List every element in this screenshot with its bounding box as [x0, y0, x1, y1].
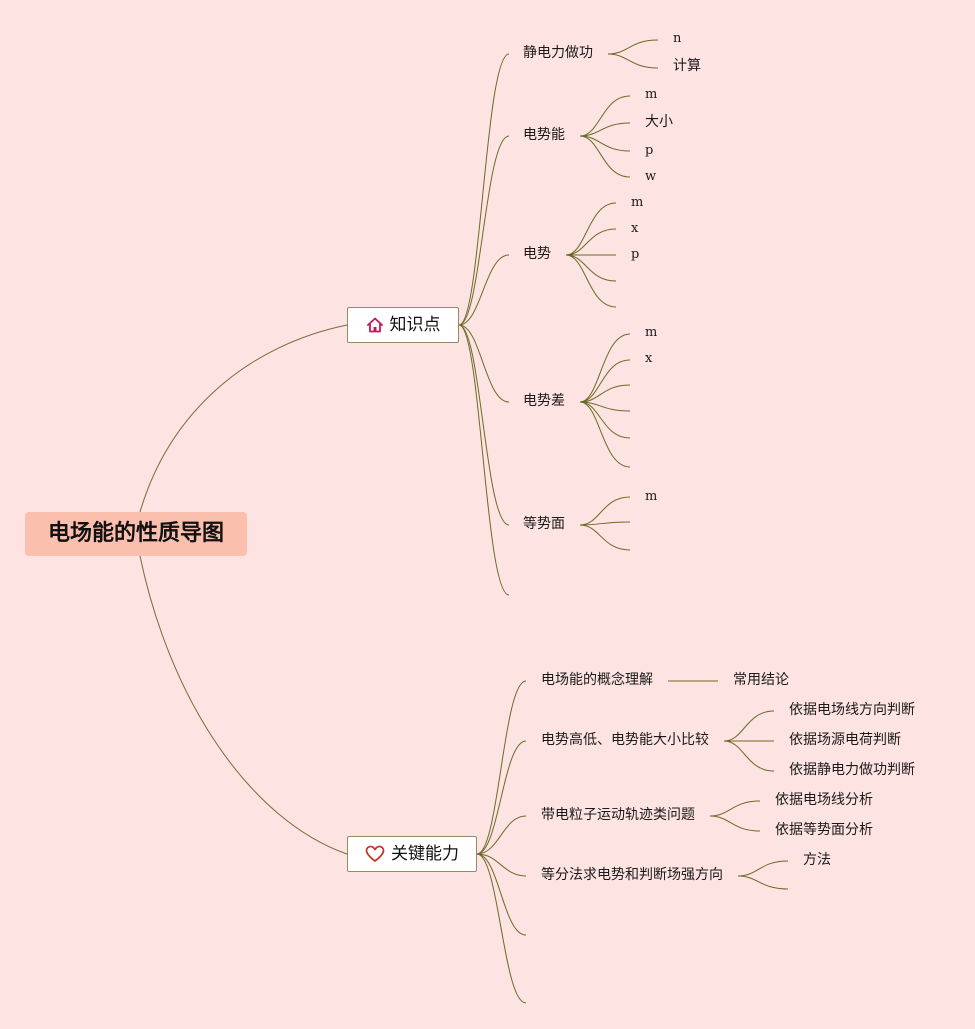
subtopic-by-source-charge[interactable]: 依据场源电荷判断	[789, 732, 901, 748]
subtopic-common-conclusion[interactable]: 常用结论	[733, 672, 789, 688]
subtopic-pot-p[interactable]: p	[631, 247, 640, 262]
sub-branch-line	[579, 521, 631, 526]
sub-branch-line	[709, 815, 761, 832]
root-to-ability-line	[139, 555, 348, 855]
knowledge-branch-line	[458, 324, 510, 526]
ability-branch-line	[476, 740, 527, 855]
root-topic-label: 电场能的性质导图	[47, 521, 224, 546]
sub-branch-line	[723, 710, 775, 742]
sub-branch-line	[607, 53, 659, 69]
topic-particle-trajectory[interactable]: 带电粒子运动轨迹类问题	[541, 807, 695, 823]
sub-branch-line	[579, 401, 631, 412]
topic-potential-energy[interactable]: 电势能	[523, 127, 565, 143]
sub-branch-line	[579, 384, 631, 403]
sub-branch-line	[579, 122, 631, 137]
topic-static-force-work[interactable]: 静电力做功	[523, 45, 593, 61]
subtopic-by-field-line-analysis[interactable]: 依据电场线分析	[775, 792, 873, 808]
knowledge-branch-line	[458, 135, 510, 326]
sub-branch-line	[737, 875, 789, 890]
topic-potential-difference[interactable]: 电势差	[523, 393, 565, 409]
root-topic[interactable]: 电场能的性质导图	[25, 512, 247, 556]
sub-branch-line	[565, 202, 617, 256]
knowledge-branch-line	[458, 53, 510, 326]
subtopic-pot-m[interactable]: m	[631, 195, 644, 210]
subtopic-method[interactable]: 方法	[803, 852, 831, 868]
sub-branch-line	[607, 39, 659, 55]
subtopic-pot-x[interactable]: x	[631, 221, 639, 236]
sub-branch-line	[709, 800, 761, 817]
subtopic-pe-m[interactable]: m	[645, 87, 658, 102]
ability-branch-line	[476, 853, 527, 936]
heart-icon	[365, 845, 385, 863]
subtopic-by-field-line-direction[interactable]: 依据电场线方向判断	[789, 702, 915, 718]
main-topic-ability[interactable]: 关键能力	[347, 836, 477, 872]
sub-branch-line	[579, 401, 631, 468]
topic-concept-understanding[interactable]: 电场能的概念理解	[541, 672, 653, 688]
sub-branch-line	[565, 228, 617, 256]
ability-branch-line	[476, 815, 527, 855]
subtopic-diff-x[interactable]: x	[645, 351, 653, 366]
subtopic-work-n[interactable]: n	[673, 31, 682, 46]
sub-branch-line	[579, 401, 631, 439]
topic-potential[interactable]: 电势	[523, 246, 551, 262]
sub-branch-line	[737, 860, 789, 877]
knowledge-branch-line	[458, 324, 510, 403]
sub-branch-line	[579, 359, 631, 403]
ability-branch-line	[476, 853, 527, 877]
sub-branch-line	[579, 95, 631, 137]
subtopic-by-static-force-work[interactable]: 依据静电力做功判断	[789, 762, 915, 778]
main-topic-knowledge-label: 知识点	[389, 314, 441, 335]
ability-branch-line	[476, 680, 527, 855]
subtopic-diff-m[interactable]: m	[645, 325, 658, 340]
main-topic-ability-label: 关键能力	[391, 843, 459, 864]
subtopic-equi-m[interactable]: m	[645, 489, 658, 504]
home-icon	[366, 316, 384, 334]
root-to-knowledge-line	[139, 324, 348, 513]
topic-equipotential-surface[interactable]: 等势面	[523, 516, 565, 532]
sub-branch-line	[579, 524, 631, 551]
subtopic-work-calc[interactable]: 计算	[673, 58, 701, 74]
sub-branch-line	[579, 135, 631, 178]
sub-branch-line	[565, 254, 617, 308]
knowledge-branch-line	[458, 254, 510, 326]
topic-potential-comparison[interactable]: 电势高低、电势能大小比较	[541, 732, 709, 748]
sub-branch-line	[579, 496, 631, 526]
subtopic-by-equipotential-analysis[interactable]: 依据等势面分析	[775, 822, 873, 838]
subtopic-pe-p[interactable]: p	[645, 143, 654, 158]
subtopic-pe-w[interactable]: w	[645, 169, 657, 184]
main-topic-knowledge[interactable]: 知识点	[347, 307, 459, 343]
sub-branch-line	[579, 333, 631, 403]
ability-branch-line	[476, 853, 527, 1004]
topic-equal-division-method[interactable]: 等分法求电势和判断场强方向	[541, 867, 723, 883]
knowledge-branch-line	[458, 324, 510, 596]
sub-branch-line	[565, 254, 617, 282]
sub-branch-line	[723, 740, 775, 772]
subtopic-pe-size[interactable]: 大小	[645, 114, 673, 130]
